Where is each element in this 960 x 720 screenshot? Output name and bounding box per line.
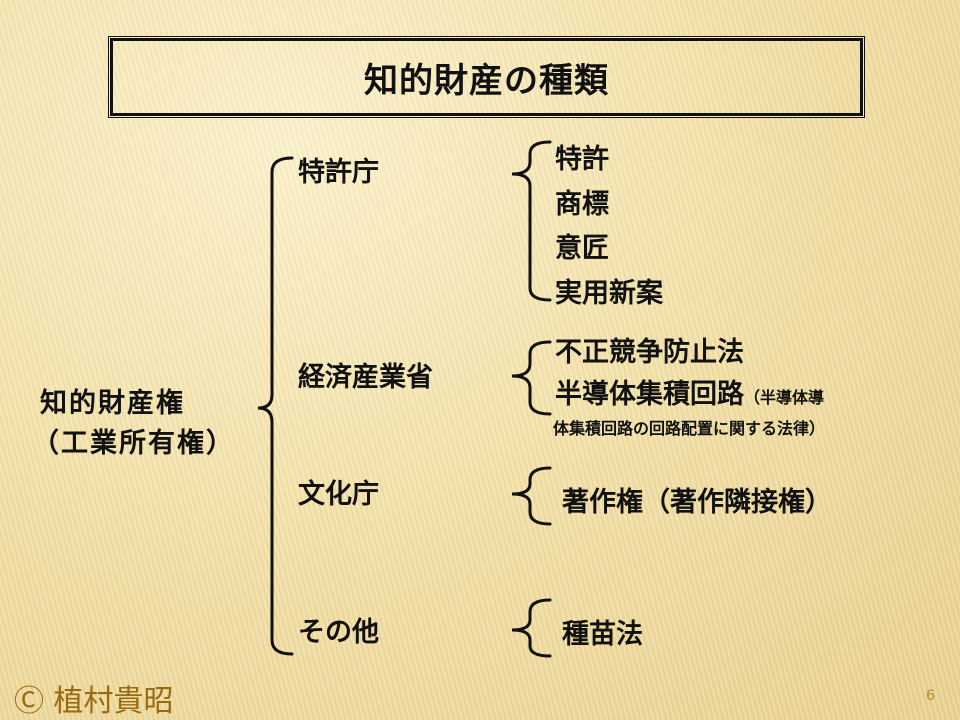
item-utility-model: 実用新案: [555, 278, 663, 309]
meti-brace: [511, 340, 552, 416]
other-brace: [511, 598, 552, 658]
jpo-brace: [511, 140, 552, 302]
item-trademark: 商標: [555, 189, 609, 220]
item-patent: 特許: [555, 144, 609, 175]
item-semiconductor-label: 半導体集積回路: [555, 379, 744, 410]
agency-meti: 経済産業省: [298, 362, 433, 393]
root-node: 知的財産権 （工業所有権）: [32, 384, 235, 464]
item-copyright: 著作権（著作隣接権）: [562, 487, 832, 518]
item-plant-variety: 種苗法: [562, 619, 643, 650]
agency-bunka: 文化庁: [298, 479, 379, 510]
main-brace: [257, 156, 294, 656]
bunka-brace: [511, 466, 552, 526]
item-semiconductor: 半導体集積回路（半導体導: [555, 372, 824, 411]
agency-jpo: 特許庁: [298, 157, 379, 188]
copyright-footer: Ⓒ 植村貴昭: [14, 684, 174, 719]
root-sublabel: （工業所有権）: [32, 428, 235, 459]
semiconductor-note-end: 体集積回路の回路配置に関する法律）: [553, 419, 826, 438]
title-box: 知的財産の種類: [110, 38, 863, 116]
page-number: 6: [926, 688, 935, 704]
item-design: 意匠: [555, 233, 609, 264]
semiconductor-note-start: （半導体導: [744, 388, 825, 407]
agency-other: その他: [298, 617, 379, 648]
slide-title: 知的財産の種類: [364, 60, 609, 101]
item-unfair-competition: 不正競争防止法: [555, 337, 744, 368]
root-label: 知的財産権: [40, 388, 185, 419]
